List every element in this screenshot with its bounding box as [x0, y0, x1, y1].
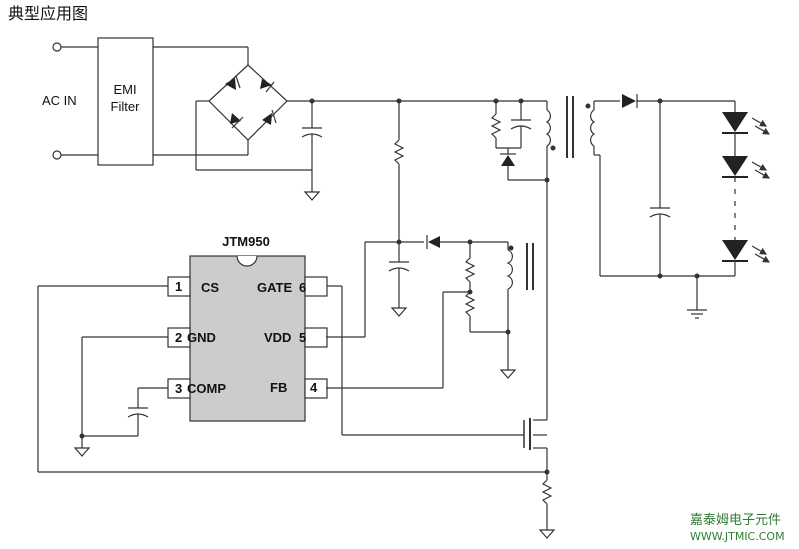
snubber — [490, 98, 547, 181]
pin3-number: 3 — [175, 381, 182, 396]
pin1-number: 1 — [175, 279, 182, 294]
transformer — [544, 96, 620, 420]
led-string — [722, 101, 771, 276]
vdd-supply — [326, 235, 508, 338]
ic-name: JTM950 — [222, 234, 270, 249]
pin4-name: FB — [270, 380, 287, 395]
watermark-line2: WWW.JTMIC.COM — [690, 530, 785, 543]
diagram-title: 典型应用图 — [8, 4, 88, 23]
bulk-capacitor — [301, 98, 323, 201]
aux-winding — [326, 239, 534, 389]
pin1-name: CS — [201, 280, 219, 295]
bridge-rectifier — [195, 47, 496, 171]
controller-ic: JTM950 1 CS 2 GND 3 COMP 4 FB 5 VDD 6 GA… — [37, 234, 343, 472]
watermark: 嘉泰姆电子元件 WWW.JTMIC.COM — [690, 513, 785, 543]
watermark-line1: 嘉泰姆电子元件 — [690, 513, 781, 528]
output-stage — [600, 94, 735, 319]
mosfet — [38, 418, 556, 539]
pin2-name: GND — [187, 330, 216, 345]
pin6-name: GATE — [257, 280, 292, 295]
emi-label-line1: EMI — [113, 82, 136, 97]
startup-resistor — [393, 98, 405, 245]
pin5-number: 5 — [299, 330, 306, 345]
pin6-number: 6 — [299, 280, 306, 295]
emi-filter: EMI Filter — [97, 37, 248, 166]
emi-label-line2: Filter — [111, 99, 141, 114]
pin4-number: 4 — [310, 380, 318, 395]
pin5-name: VDD — [264, 330, 291, 345]
ac-input: AC IN — [42, 42, 98, 160]
pin2-number: 2 — [175, 330, 182, 345]
pin3-name: COMP — [187, 381, 226, 396]
ac-in-label: AC IN — [42, 93, 77, 108]
